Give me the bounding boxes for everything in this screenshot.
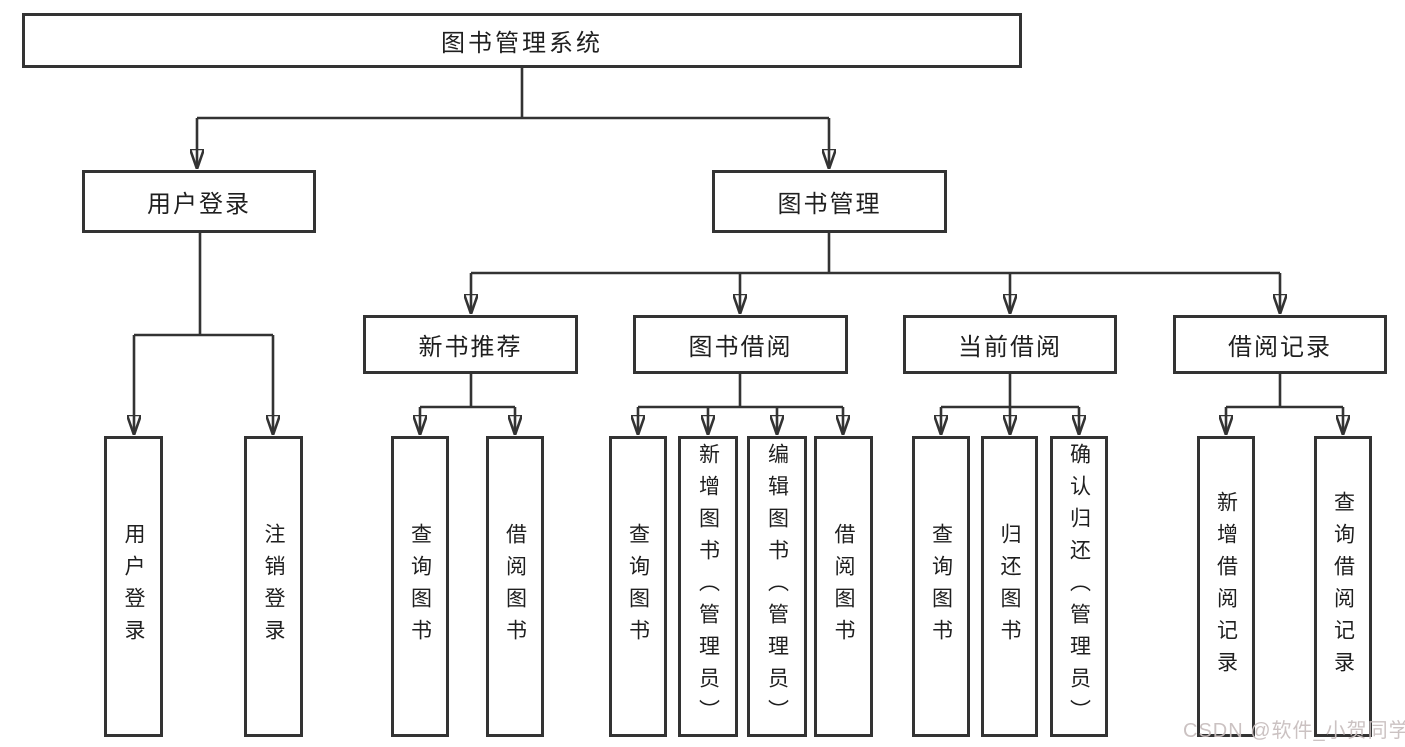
node-book-management: 图书管理 (712, 170, 947, 233)
leaf-cb-confirm-return-admin: 确认归还（管理员） (1050, 436, 1108, 737)
csdn-watermark: CSDN @软件_小贺同学 (1183, 720, 1405, 742)
node-borrow-records: 借阅记录 (1173, 315, 1387, 374)
leaf-br-add-record: 新增借阅记录 (1197, 436, 1255, 737)
node-borrow-records-label: 借阅记录 (1228, 334, 1332, 361)
leaf-bb-borrow-books: 借阅图书 (814, 436, 873, 737)
leaf-cb-query-books: 查询图书 (912, 436, 970, 737)
node-current-borrow: 当前借阅 (903, 315, 1117, 374)
bus-book-borrow (638, 373, 843, 409)
node-user-login: 用户登录 (82, 170, 316, 233)
node-new-book-recommend-label: 新书推荐 (418, 334, 523, 361)
leaf-nb-query-books: 查询图书 (391, 436, 449, 737)
node-book-management-label: 图书管理 (777, 191, 882, 218)
leaf-logout: 注销登录 (244, 436, 303, 737)
bus-borrow-records (1226, 373, 1343, 409)
leaf-bb-query-books-label: 查询图书 (626, 522, 650, 651)
leaf-br-query-record: 查询借阅记录 (1314, 436, 1372, 737)
leaf-cb-confirm-return-admin-label: 确认归还（管理员） (1067, 442, 1091, 731)
leaf-bb-add-books-admin: 新增图书（管理员） (678, 436, 738, 737)
leaf-bb-edit-books-admin: 编辑图书（管理员） (747, 436, 807, 737)
leaf-br-add-record-label: 新增借阅记录 (1214, 490, 1238, 683)
bus-book-management (471, 232, 1280, 275)
bus-user-login (134, 232, 273, 337)
node-root-system-label: 图书管理系统 (441, 30, 603, 57)
leaf-user-login: 用户登录 (104, 436, 163, 737)
bus-current-borrow (941, 373, 1079, 409)
node-user-login-label: 用户登录 (147, 191, 251, 218)
leaf-bb-query-books: 查询图书 (609, 436, 667, 737)
leaf-user-login-label: 用户登录 (122, 522, 145, 651)
leaf-cb-query-books-label: 查询图书 (929, 522, 953, 651)
leaf-bb-add-books-admin-label: 新增图书（管理员） (696, 442, 720, 731)
leaf-nb-borrow-books: 借阅图书 (486, 436, 544, 737)
bus-root (197, 68, 829, 120)
leaf-cb-return-books-label: 归还图书 (998, 522, 1021, 651)
bus-new-book-recommend (420, 373, 515, 409)
leaf-nb-query-books-label: 查询图书 (408, 522, 432, 651)
leaf-bb-borrow-books-label: 借阅图书 (832, 522, 855, 651)
node-book-borrow-label: 图书借阅 (688, 334, 793, 361)
node-root-system: 图书管理系统 (22, 13, 1022, 68)
leaf-logout-label: 注销登录 (262, 522, 285, 651)
leaf-cb-return-books: 归还图书 (981, 436, 1038, 737)
node-current-borrow-label: 当前借阅 (958, 334, 1062, 361)
leaf-bb-edit-books-admin-label: 编辑图书（管理员） (765, 442, 789, 731)
node-book-borrow: 图书借阅 (633, 315, 848, 374)
leaf-br-query-record-label: 查询借阅记录 (1331, 490, 1355, 683)
leaf-nb-borrow-books-label: 借阅图书 (503, 522, 527, 651)
node-new-book-recommend: 新书推荐 (363, 315, 578, 374)
